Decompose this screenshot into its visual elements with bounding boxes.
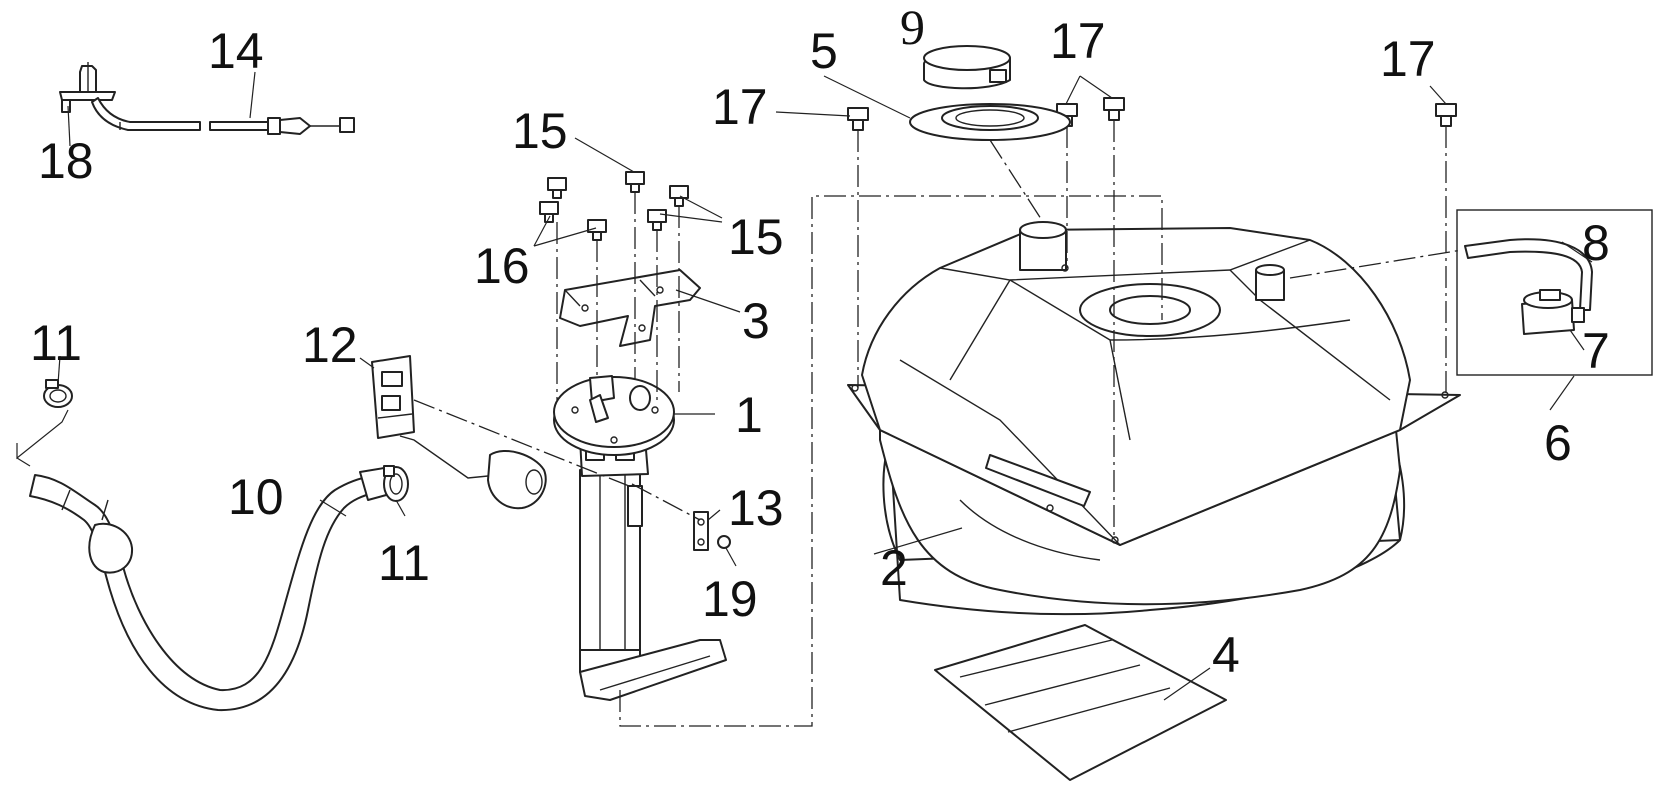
callout-15-lower: 15 [728, 209, 784, 265]
tank-pad [934, 624, 1227, 781]
bracket-bolts [539, 171, 689, 241]
callout-17-right: 17 [1380, 31, 1436, 87]
wire-clip [693, 511, 709, 551]
callout-17-left: 17 [712, 79, 768, 135]
callout-2: 2 [880, 540, 908, 596]
hose-clamp-lower [383, 465, 409, 502]
callout-16: 16 [474, 238, 530, 294]
callout-17-middle: 17 [1050, 13, 1106, 69]
hose-clamp-upper [43, 379, 73, 408]
breather-hose [16, 409, 391, 712]
callout-3: 3 [742, 293, 770, 349]
callout-11-upper: 11 [30, 315, 82, 371]
vent-valve-box [1456, 209, 1653, 376]
callout-8: 8 [1582, 215, 1610, 271]
filler-gasket [909, 103, 1071, 141]
callout-1: 1 [735, 387, 763, 443]
breather-cable [59, 62, 355, 135]
callout-15-upper: 15 [512, 103, 568, 159]
callout-11-lower: 11 [378, 535, 430, 591]
callout-4: 4 [1212, 627, 1240, 683]
callout-6: 6 [1544, 415, 1572, 471]
callout-12: 12 [302, 317, 358, 373]
callout-9: 9 [900, 0, 925, 55]
callout-18: 18 [38, 133, 94, 189]
fuel-level-sensor [371, 355, 547, 510]
callout-13: 13 [728, 480, 784, 536]
callout-14: 14 [208, 23, 264, 79]
pump-bracket [559, 269, 701, 347]
rollover-valve [1521, 289, 1585, 335]
callout-7: 7 [1582, 323, 1610, 379]
callout-19: 19 [702, 571, 758, 627]
clip-screw [717, 535, 731, 549]
callout-10: 10 [228, 469, 284, 525]
callout-5: 5 [810, 23, 838, 79]
fuel-pump-assembly [553, 375, 727, 701]
fuel-cap [923, 45, 1011, 90]
fuel-tank [847, 221, 1461, 616]
leader-lines [57, 71, 1593, 701]
